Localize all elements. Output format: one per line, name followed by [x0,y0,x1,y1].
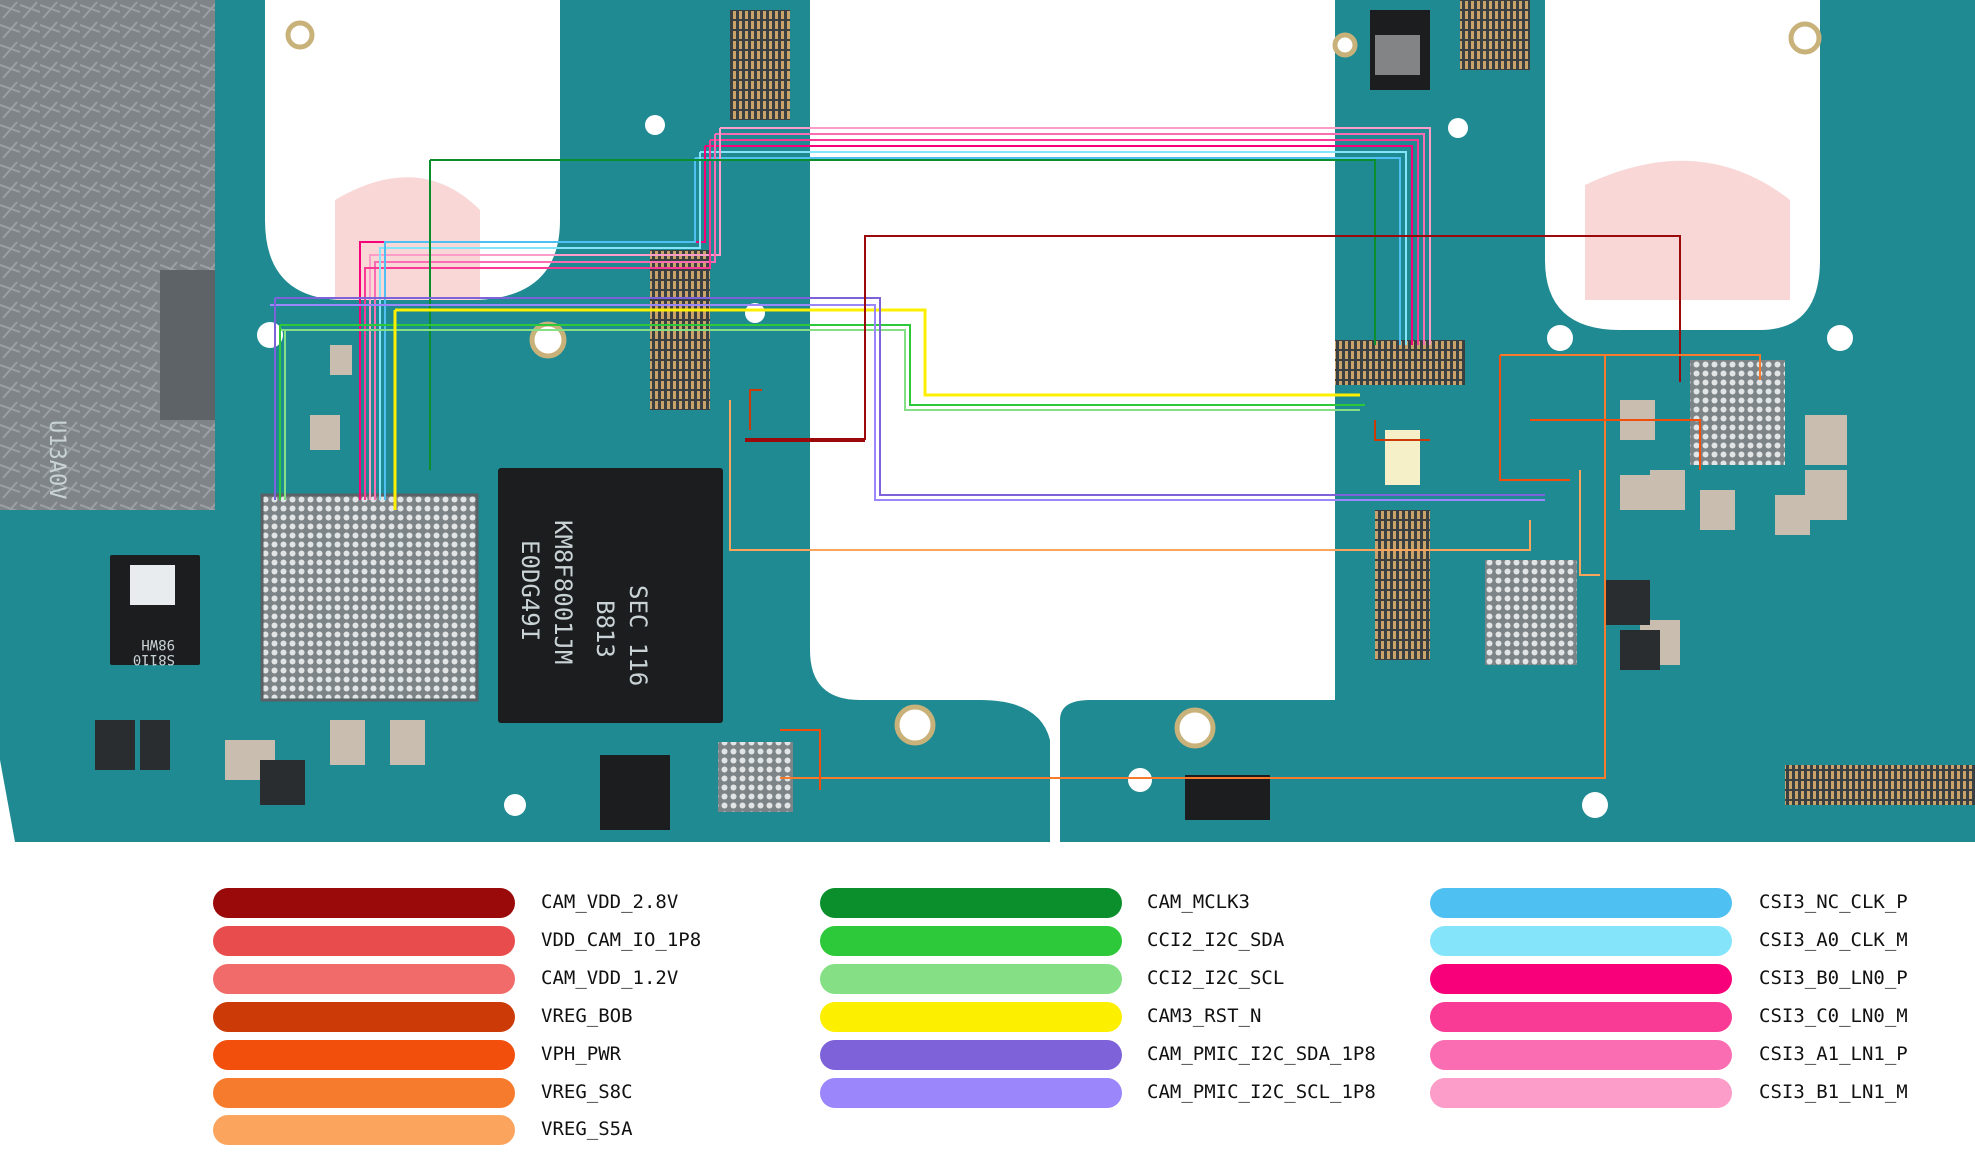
legend-label: CSI3_A0_CLK_M [1759,929,1908,951]
chip-mark-3: KM8F8001JM [549,520,577,665]
metal-shield [0,0,215,510]
bga-soc [260,493,479,702]
legend-label: CAM_PMIC_I2C_SCL_1P8 [1147,1081,1376,1103]
legend-swatch [1430,926,1732,956]
legend-swatch [820,1078,1122,1108]
legend-label: VPH_PWR [541,1043,622,1065]
legend-label: CAM_VDD_2.8V [541,891,679,913]
legend-swatch [1430,1040,1732,1070]
legend-label: VREG_S5A [541,1118,633,1140]
legend-swatch [213,1040,515,1070]
chip-mark-1: SEC 116 [624,585,652,686]
legend-label: CSI3_C0_LN0_M [1759,1005,1908,1027]
legend-label: CAM3_RST_N [1147,1005,1262,1027]
legend-swatch [213,1078,515,1108]
chip-mark-4: E0DG49I [516,540,544,641]
legend-swatch [213,1002,515,1032]
legend-swatch [820,1002,1122,1032]
legend-label: VDD_CAM_IO_1P8 [541,929,702,951]
legend-swatch [1430,1078,1732,1108]
legend-swatch [820,926,1122,956]
pcb-board-photo: SEC 116 B813 KM8F8001JM E0DG49I S8110 98… [0,0,1975,842]
legend-label: VREG_S8C [541,1081,633,1103]
legend-label: CSI3_NC_CLK_P [1759,891,1908,913]
legend-label: CAM_VDD_1.2V [541,967,679,989]
legend-label: CCI2_I2C_SCL [1147,967,1285,989]
legend-label: CSI3_B1_LN1_M [1759,1081,1908,1103]
legend-swatch [1430,1002,1732,1032]
legend-swatch [213,1115,515,1145]
legend-label: CSI3_A1_LN1_P [1759,1043,1908,1065]
legend-label: CAM_MCLK3 [1147,891,1250,913]
legend-swatch [820,1040,1122,1070]
chip-mark-6: 98WH [141,636,175,652]
legend-swatch [820,964,1122,994]
legend-swatch [213,888,515,918]
memory-chip [498,468,723,723]
legend-label: VREG_BOB [541,1005,633,1027]
legend-swatch [820,888,1122,918]
chip-mark-2: B813 [591,600,619,658]
legend-label: CCI2_I2C_SDA [1147,929,1285,951]
legend-swatch [1430,888,1732,918]
legend-swatch [213,926,515,956]
legend-label: CAM_PMIC_I2C_SDA_1P8 [1147,1043,1376,1065]
right-pcb [1060,0,1975,842]
legend-label: CSI3_B0_LN0_P [1759,967,1908,989]
legend-swatch [213,964,515,994]
chip-mark-7: U13A0V [44,420,69,499]
legend-swatch [1430,964,1732,994]
chip-mark-5: S8110 [133,651,175,667]
